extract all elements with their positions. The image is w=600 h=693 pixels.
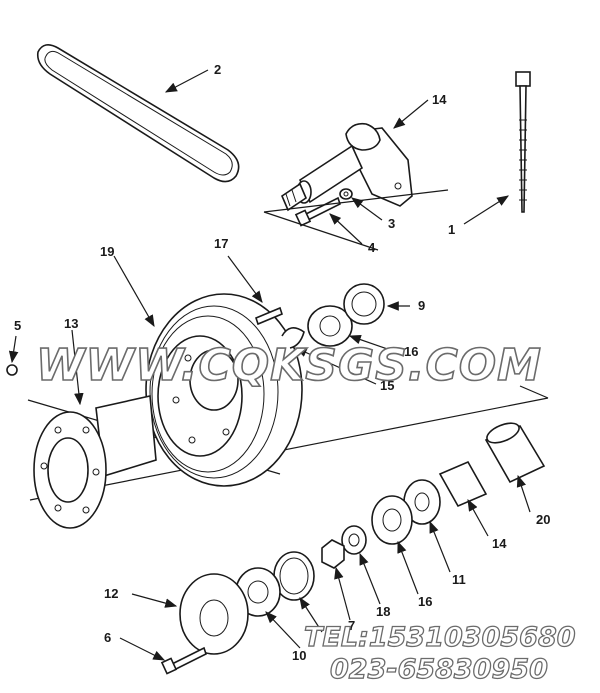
callout-11: 11 xyxy=(452,572,466,587)
callout-12: 12 xyxy=(104,586,118,601)
watermark-tel: TEL:15310305680 xyxy=(304,622,576,653)
long-bolt xyxy=(515,71,531,213)
idler-bearing-upper xyxy=(307,305,353,347)
callout-7: 7 xyxy=(348,618,355,633)
bearing-16 xyxy=(371,495,413,545)
callout-3: 3 xyxy=(388,216,395,231)
callout-14-top: 14 xyxy=(432,92,447,107)
callout-14-bottom: 14 xyxy=(492,536,507,551)
watermark-phone: 023-65830950 xyxy=(330,654,548,685)
crankshaft-pulley xyxy=(145,293,303,487)
callout-4: 4 xyxy=(368,240,376,255)
callout-1: 1 xyxy=(448,222,455,237)
drive-belt xyxy=(36,44,240,183)
pulley-hub xyxy=(33,395,157,529)
hub-plug xyxy=(6,364,18,376)
assembly-plane-line-2 xyxy=(519,385,549,399)
washer-18 xyxy=(341,525,367,555)
watermark-site: WWW.CQKSGS.COM xyxy=(36,340,542,391)
bracket-plane-line-2 xyxy=(263,211,379,251)
callout-5: 5 xyxy=(14,318,21,333)
bushing-20 xyxy=(484,422,546,484)
callout-9: 9 xyxy=(418,298,425,313)
callout-18: 18 xyxy=(376,604,390,619)
o-ring-8 xyxy=(273,551,315,601)
retaining-ring xyxy=(281,327,305,349)
pulley-screw xyxy=(255,306,283,326)
callout-2: 2 xyxy=(214,62,221,77)
assembly-plane-line xyxy=(29,397,549,501)
idler-bracket xyxy=(281,122,413,212)
callout-15: 15 xyxy=(380,378,394,393)
damper-plate-12 xyxy=(179,573,249,655)
callout-17: 17 xyxy=(214,236,228,251)
nut-7 xyxy=(321,539,345,569)
spacer-14 xyxy=(438,460,488,508)
oil-seal xyxy=(343,283,385,325)
callout-10: 10 xyxy=(292,648,306,663)
bracket-washer xyxy=(339,188,353,200)
callout-16-bottom: 16 xyxy=(418,594,432,609)
capscrew-6 xyxy=(160,646,207,675)
callout-16-top: 16 xyxy=(404,344,418,359)
callout-19: 19 xyxy=(100,244,114,259)
callout-20: 20 xyxy=(536,512,550,527)
callout-6: 6 xyxy=(104,630,111,645)
callout-13: 13 xyxy=(64,316,78,331)
